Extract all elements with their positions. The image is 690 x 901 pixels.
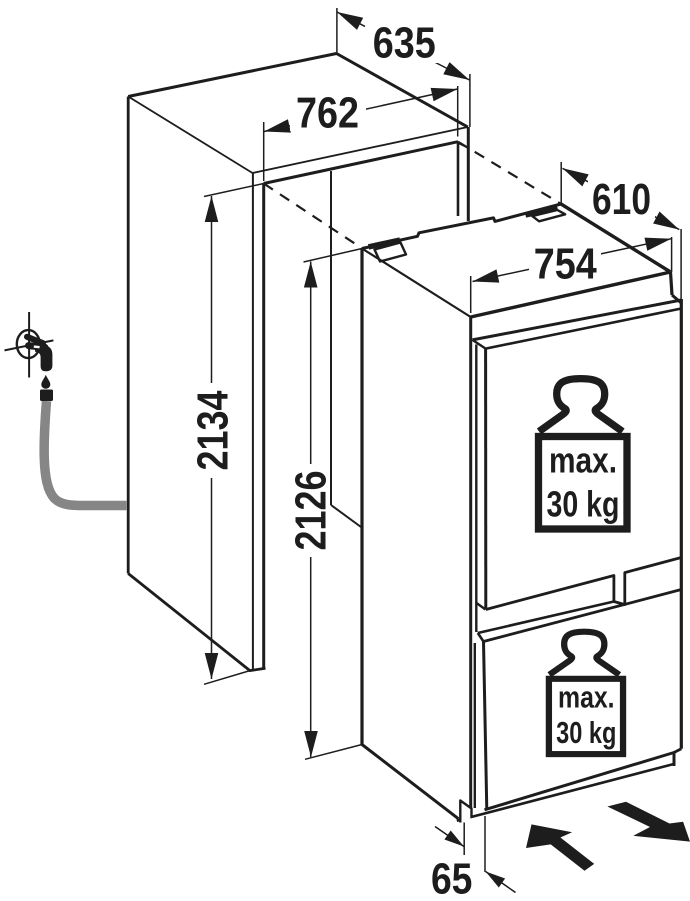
svg-text:2134: 2134 [189, 390, 238, 470]
svg-text:30 kg: 30 kg [547, 483, 620, 524]
svg-text:30 kg: 30 kg [556, 717, 616, 750]
svg-text:754: 754 [534, 240, 597, 289]
svg-text:65: 65 [431, 854, 473, 901]
svg-text:2126: 2126 [287, 471, 336, 551]
svg-text:762: 762 [296, 89, 359, 138]
svg-text:max.: max. [558, 681, 615, 714]
svg-text:635: 635 [373, 19, 436, 68]
svg-text:max.: max. [549, 440, 617, 481]
svg-text:610: 610 [592, 175, 651, 224]
